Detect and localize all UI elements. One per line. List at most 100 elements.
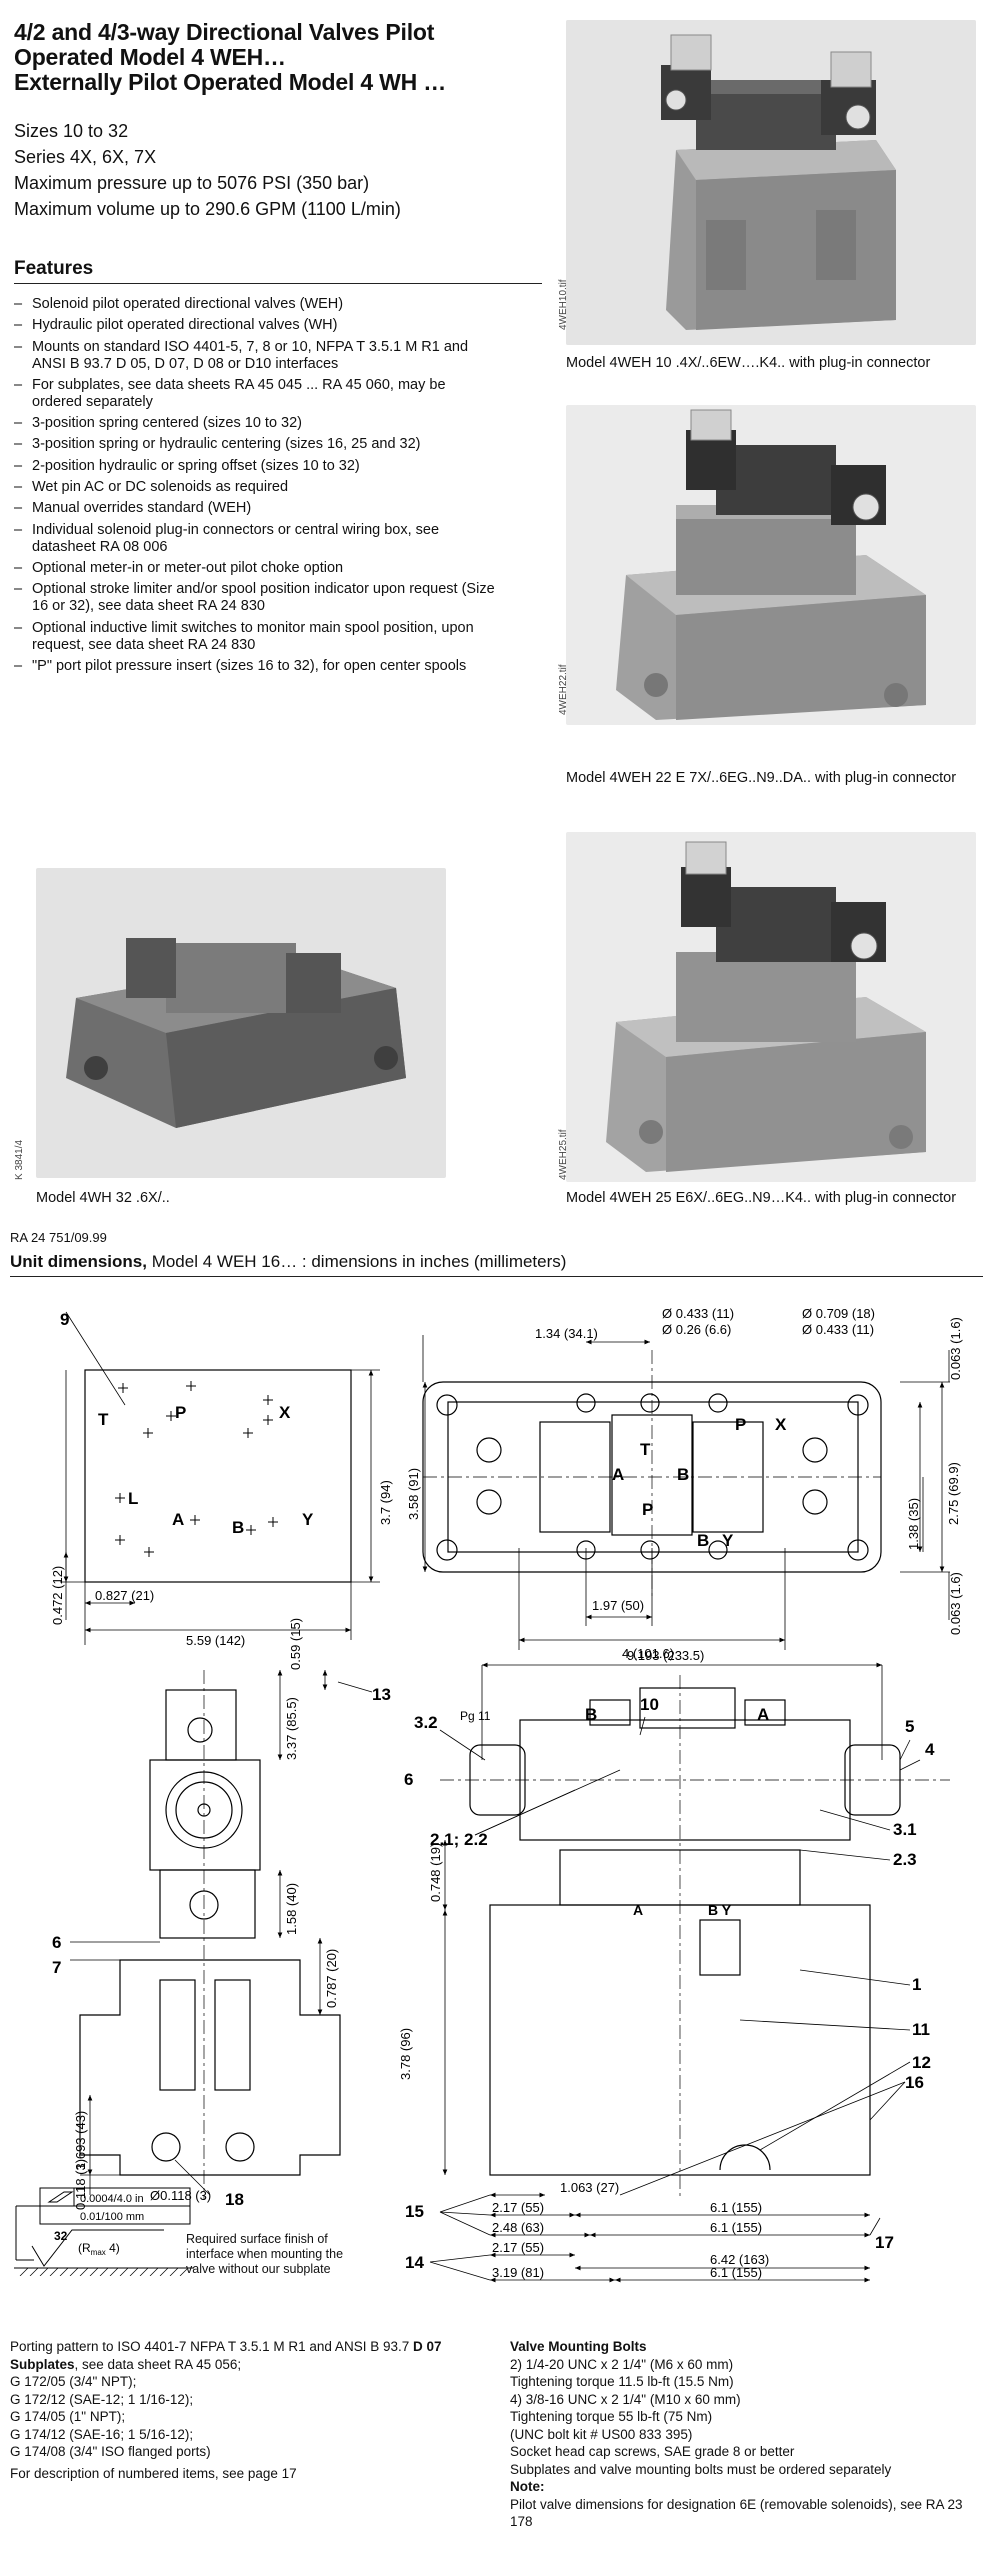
item-10: 10 (640, 1695, 659, 1714)
item-13: 13 (372, 1685, 391, 1704)
features-title: Features (14, 258, 94, 279)
bolts-line: 4) 3/8-16 UNC x 2 1/4" (M10 x 60 mm) (510, 2391, 741, 2407)
photo-1-caption: Model 4WEH 10 .4X/..6EW….K4.. with plug-… (566, 355, 931, 371)
bolts-title: Valve Mounting Bolts (510, 2339, 647, 2354)
bullet-dash: – (14, 619, 23, 636)
dim-61a: 6.1 (155) (710, 2200, 762, 2215)
bolts-line: Tightening torque 11.5 lb-ft (15.5 Nm) (510, 2374, 734, 2389)
feature-text: Manual overrides standard (WEH) (32, 500, 252, 517)
spec-series: Series 4X, 6X, 7X (14, 147, 157, 167)
feature-item: –Wet pin AC or DC solenoids as required (14, 479, 499, 496)
porting-pattern-bold: D 07 (412, 2339, 442, 2354)
item-7: 6 (52, 1933, 61, 1952)
features-list: –Solenoid pilot operated directional val… (14, 296, 499, 679)
item-1: 1 (912, 1975, 921, 1994)
dim-4: 4 (101.6) (622, 1646, 674, 1661)
dim-9193: 9.193 (233.5) (627, 1648, 704, 1663)
item-3-2: 3.2 (414, 1713, 438, 1732)
feature-text: Optional stroke limiter and/or spool pos… (32, 581, 495, 615)
bolts-line: Tightening torque 55 lb-ft (75 Nm) (510, 2409, 713, 2424)
feature-item: –Individual solenoid plug-in connectors … (14, 522, 499, 556)
item-8: 7 (52, 1958, 61, 1977)
dim-059: 0.59 (15) (288, 1618, 303, 1670)
photo-4weh25 (566, 832, 976, 1182)
feature-text: Optional inductive limit switches to mon… (32, 619, 474, 653)
photo-1-id: 4WEH10.tif (558, 279, 569, 330)
photo-4wh32 (36, 868, 446, 1178)
bullet-dash: – (14, 457, 23, 474)
bullet-dash: – (14, 436, 23, 453)
item-2-3: 2.3 (893, 1850, 917, 1869)
dim-642: 6.42 (163) (710, 2252, 769, 2267)
feature-item: –3-position spring centered (sizes 10 to… (14, 415, 499, 432)
port-A-front: A (757, 1705, 769, 1724)
item-11: 11 (912, 2020, 930, 2039)
feature-text: 2-position hydraulic or spring offset (s… (32, 457, 360, 474)
subplates-bold: Subplates (10, 2356, 75, 2372)
dim-0787: 0.787 (20) (324, 1949, 339, 2008)
item-12: 12 (912, 2053, 931, 2072)
dim-0827: 0.827 (21) (95, 1588, 154, 1603)
title-line-3: Externally Pilot Operated Model 4 WH … (14, 69, 447, 95)
item-2-1-2-2: 2.1; 2.2 (430, 1830, 488, 1849)
dim-248: 2.48 (63) (492, 2220, 544, 2235)
feature-item: –3-position spring or hydraulic centerin… (14, 436, 499, 453)
rmax-sub: max (91, 2248, 106, 2257)
dim-134: 1.34 (34.1) (535, 1326, 598, 1341)
photo-2-id: 4WEH22.tif (558, 664, 569, 715)
feature-item: –Mounts on standard ISO 4401-5, 7, 8 or … (14, 339, 499, 373)
subplate-item: G 174/12 (SAE-16; 1 5/16-12); (10, 2426, 194, 2442)
unit-dimensions-bold: Unit dimensions, (10, 1252, 147, 1271)
spec-sizes: Sizes 10 to 32 (14, 121, 129, 141)
dim-37: 3.7 (94) (378, 1480, 393, 1525)
dim-0433-right: Ø 0.433 (11) (802, 1322, 874, 1337)
feature-text: Wet pin AC or DC solenoids as required (32, 479, 289, 496)
dim-0433-top: Ø 0.433 (11) (662, 1306, 734, 1321)
bolts-line: Subplates and valve mounting bolts must … (510, 2461, 892, 2477)
feature-item: –Optional inductive limit switches to mo… (14, 620, 499, 654)
dim-61b: 6.1 (155) (710, 2220, 762, 2235)
feature-text: For subplates, see data sheets RA 45 045… (32, 376, 446, 410)
item-9: 9 (60, 1310, 69, 1329)
bullet-dash: – (14, 338, 23, 355)
port-P-face: P (175, 1403, 186, 1422)
title-line-1: 4/2 and 4/3-way Directional Valves Pilot (14, 19, 435, 45)
item-14: 17 (875, 2233, 894, 2252)
bullet-dash: – (14, 296, 23, 312)
porting-line-1: Porting pattern to ISO 4401-7 NFPA T 3.5… (10, 2338, 500, 2356)
dim-026: Ø 0.26 (6.6) (662, 1322, 731, 1337)
bullet-dash: – (14, 521, 23, 538)
port-Y-top: Y (722, 1531, 734, 1550)
specs: Sizes 10 to 32 Series 4X, 6X, 7X Maximum… (14, 118, 554, 222)
port-A-body: A (633, 1902, 643, 1918)
dim-138: 1.38 (35) (906, 1498, 921, 1550)
port-T-face: T (98, 1410, 109, 1429)
port-B2-top: B (697, 1531, 709, 1550)
dim-275: 2.75 (69.9) (946, 1462, 961, 1525)
photo-2-caption: Model 4WEH 22 E 7X/..6EG..N9..DA.. with … (566, 770, 957, 786)
dim-337: 3.37 (85.5) (284, 1697, 299, 1760)
port-T-top: T (640, 1440, 651, 1459)
surface-finish-block: 0.0004/4.0 in 0.01/100 mm 32 (Rmax 4) (14, 2186, 354, 2277)
item-3-1: 3.1 (893, 1820, 917, 1839)
dim-0472: 0.472 (12) (50, 1566, 65, 1625)
feature-item: –2-position hydraulic or spring offset (… (14, 458, 499, 475)
item-17: 14 (405, 2253, 424, 2272)
bolts-block: Valve Mounting Bolts 2) 1/4-20 UNC x 2 1… (510, 2338, 985, 2531)
feature-item: –"P" port pilot pressure insert (sizes 1… (14, 658, 499, 675)
note-title: Note: (510, 2479, 545, 2494)
dimension-drawings: 9 T P X L A B Y 3.7 (94) 0.472 (12) 0.82… (50, 1306, 963, 2283)
unit-dimensions-rule (10, 1276, 983, 1277)
feature-item: –Solenoid pilot operated directional val… (14, 296, 499, 313)
dim-0709: Ø 0.709 (18) (802, 1306, 875, 1321)
bullet-dash: – (14, 376, 23, 393)
bolts-line: Socket head cap screws, SAE grade 8 or b… (510, 2444, 795, 2459)
photo-3-id: K 3841/4 (14, 1139, 25, 1180)
roughness-value: 32 (54, 2229, 68, 2243)
feature-item: –Optional meter-in or meter-out pilot ch… (14, 560, 499, 577)
doc-number: RA 24 751/09.99 (10, 1230, 107, 1245)
item-16: 16 (905, 2073, 924, 2092)
feature-text: "P" port pilot pressure insert (sizes 16… (32, 657, 467, 674)
item-4: 4 (925, 1740, 935, 1759)
photo-4-caption: Model 4WEH 25 E6X/..6EG..N9…K4.. with pl… (566, 1190, 957, 1206)
